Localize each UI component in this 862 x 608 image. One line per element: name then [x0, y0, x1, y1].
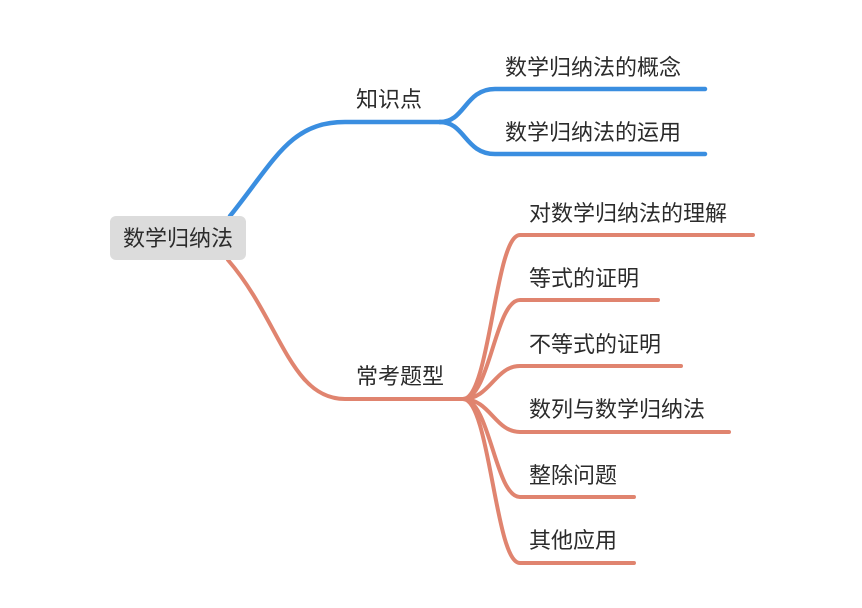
root-label: 数学归纳法: [123, 227, 233, 252]
node-knowledge[interactable]: 知识点: [356, 88, 422, 113]
connector-application: [437, 119, 708, 157]
connector-sub-2: [461, 298, 660, 401]
node-sub-4[interactable]: 数列与数学归纳法: [529, 398, 705, 423]
node-question-types[interactable]: 常考题型: [356, 365, 444, 390]
node-sub-5[interactable]: 整除问题: [529, 464, 617, 489]
connector-concept: [437, 86, 708, 125]
node-sub-2[interactable]: 等式的证明: [529, 267, 639, 292]
connector-knowledge: [227, 119, 443, 219]
node-sub-3[interactable]: 不等式的证明: [529, 333, 661, 358]
node-sub-6[interactable]: 其他应用: [529, 529, 617, 554]
connector-sub-1: [461, 233, 755, 401]
node-application[interactable]: 数学归纳法的运用: [505, 121, 681, 146]
node-sub-1[interactable]: 对数学归纳法的理解: [529, 202, 727, 227]
connector-sub-3: [461, 364, 683, 401]
root-node[interactable]: 数学归纳法: [110, 216, 246, 260]
connector-question-types: [226, 258, 465, 401]
connector-sub-6: [461, 397, 636, 565]
node-concept[interactable]: 数学归纳法的概念: [505, 56, 681, 81]
